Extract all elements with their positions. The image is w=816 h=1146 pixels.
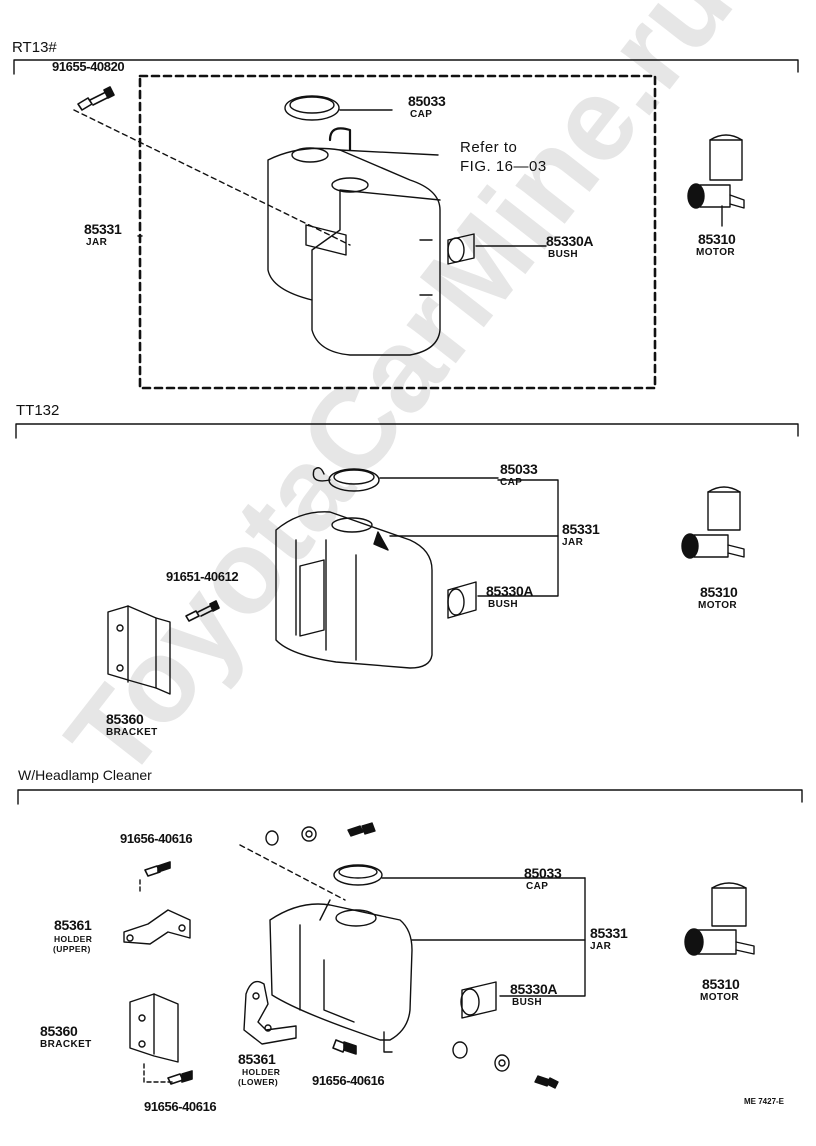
bolt-icon	[185, 600, 220, 622]
part-label: (UPPER)	[53, 944, 91, 954]
part-number: 91651-40612	[166, 569, 239, 584]
part-number: 85310	[702, 976, 740, 992]
leader-dashed	[239, 844, 346, 901]
jar-icon	[269, 899, 586, 1053]
part-number: 85033	[524, 865, 562, 881]
group-bracket	[477, 479, 559, 597]
section-title: W/Headlamp Cleaner	[18, 767, 152, 783]
part-number: 85033	[500, 461, 538, 477]
part-number: 85360	[106, 711, 144, 727]
part-number: 85360	[40, 1023, 78, 1039]
bracket-icon	[107, 605, 171, 695]
cap-icon	[312, 467, 499, 492]
reference-line2: FIG. 16—03	[460, 158, 547, 175]
part-label: JAR	[86, 237, 108, 248]
bolt-icon	[167, 1070, 193, 1085]
part-label: BUSH	[488, 599, 518, 610]
holder-lower-icon	[243, 980, 297, 1045]
part-number: 85361	[238, 1051, 276, 1067]
bolt-icon	[144, 861, 171, 877]
part-label: BRACKET	[106, 727, 158, 738]
part-label: MOTOR	[698, 600, 738, 611]
section-bracket-rt13	[13, 59, 799, 75]
leader-dashed	[73, 109, 351, 246]
section-bracket-headlamp	[17, 789, 803, 805]
part-label: BUSH	[548, 249, 578, 260]
reference-line1: Refer to	[460, 139, 518, 156]
part-label: HOLDER	[242, 1067, 281, 1077]
part-label: BRACKET	[40, 1039, 92, 1050]
holder-upper-icon	[123, 909, 191, 945]
motor-icon	[687, 134, 745, 227]
part-number: 85310	[700, 584, 738, 600]
part-number: 85361	[54, 917, 92, 933]
part-label: MOTOR	[700, 992, 740, 1003]
part-label: JAR	[562, 537, 584, 548]
part-label: CAP	[526, 881, 549, 892]
bush-icon	[460, 981, 497, 1019]
part-number: 91656-40616	[144, 1099, 217, 1114]
part-number: 85033	[408, 93, 446, 109]
part-number: 85331	[84, 221, 122, 237]
part-number: 91656-40616	[312, 1073, 385, 1088]
group-bracket	[499, 877, 586, 997]
washer-icon	[265, 822, 376, 846]
part-number: 85330A	[546, 233, 594, 249]
motor-icon	[684, 882, 755, 956]
part-number: 91656-40616	[120, 831, 193, 846]
part-label: (LOWER)	[238, 1077, 279, 1087]
part-number: 85331	[562, 521, 600, 537]
bracket-icon	[129, 993, 179, 1063]
bush-icon	[447, 581, 477, 619]
part-label: HOLDER	[54, 934, 93, 944]
section-title: TT132	[16, 402, 60, 419]
part-label: BUSH	[512, 997, 542, 1008]
part-label: JAR	[590, 941, 612, 952]
part-number: 85330A	[486, 583, 534, 599]
jar-icon	[267, 127, 441, 356]
part-number: 85331	[590, 925, 628, 941]
assembly-dashed-box	[138, 74, 657, 390]
part-label: CAP	[500, 477, 523, 488]
part-number: 85310	[698, 231, 736, 247]
diagram-code: ME 7427-E	[744, 1097, 785, 1106]
part-number: 91655-40820	[52, 59, 125, 74]
part-label: MOTOR	[696, 247, 736, 258]
section-bracket-tt132	[15, 423, 799, 439]
washer-icon	[452, 1041, 559, 1089]
bolt-icon	[77, 86, 115, 111]
jar-icon	[275, 511, 559, 669]
cap-icon	[333, 864, 586, 886]
cap-icon	[284, 95, 393, 121]
section-title: RT13#	[12, 39, 57, 56]
part-number: 85330A	[510, 981, 558, 997]
part-label: CAP	[410, 109, 433, 120]
motor-icon	[681, 486, 745, 559]
bush-icon	[447, 233, 547, 265]
bolt-icon	[332, 1039, 357, 1055]
